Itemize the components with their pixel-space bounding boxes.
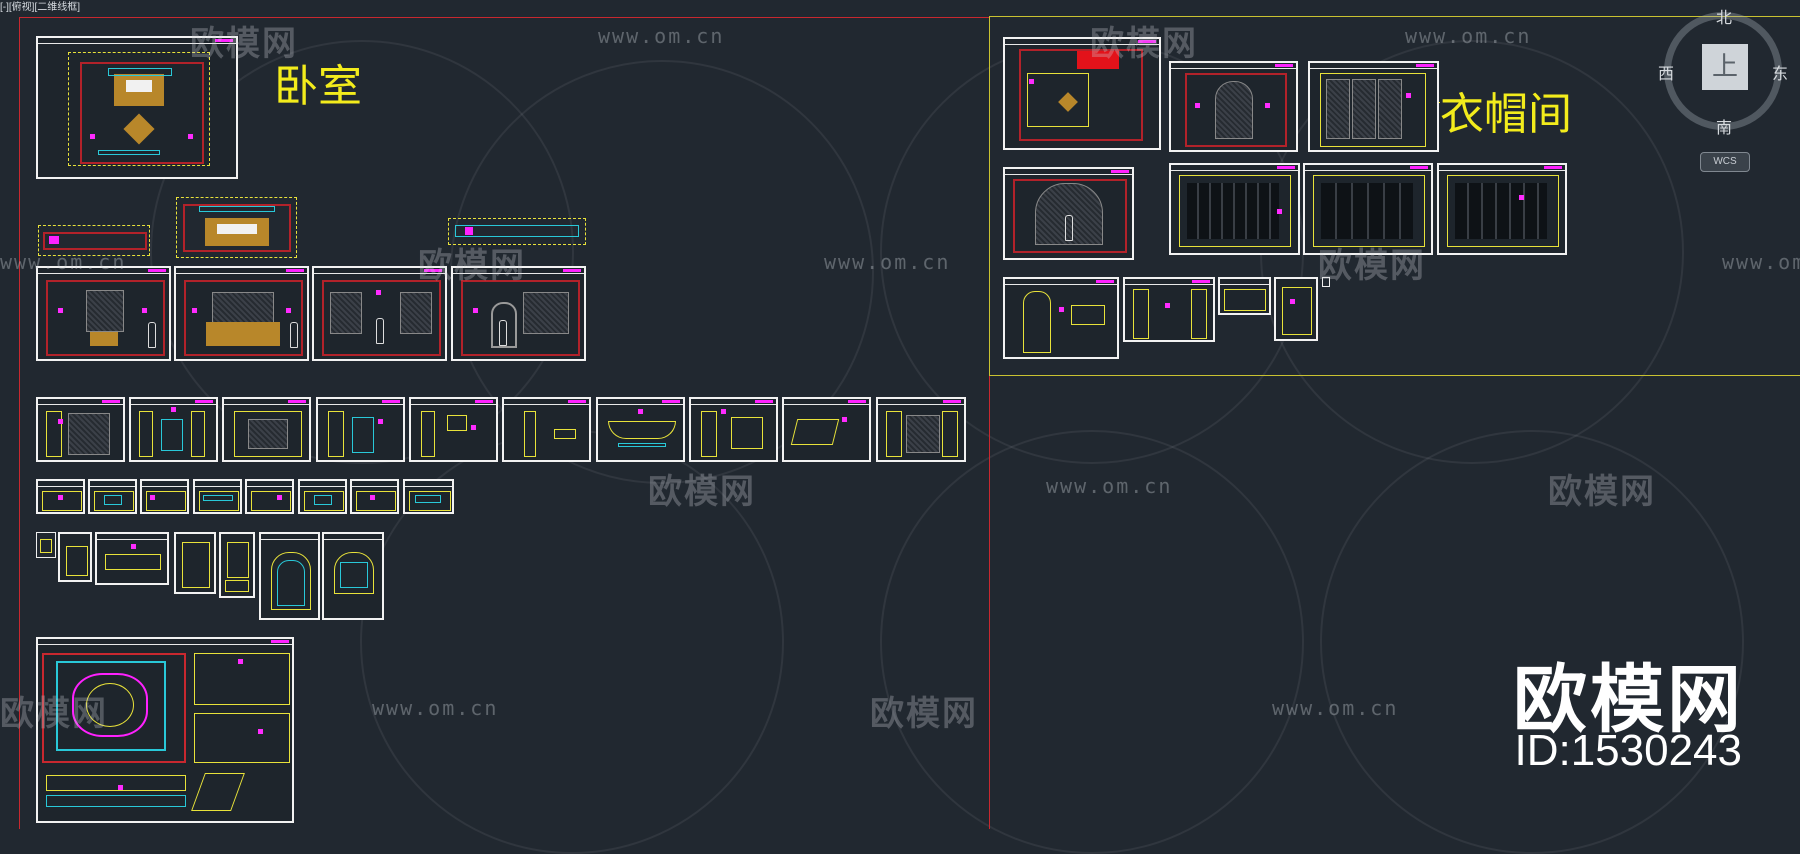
bedroom-detail-sheet-8[interactable] xyxy=(689,397,778,462)
cloakroom-detail-4[interactable] xyxy=(1274,277,1318,341)
watermark-logo: 欧模网 xyxy=(190,24,298,64)
bedroom-small-detail-1[interactable] xyxy=(36,479,85,514)
bedroom-detail-tiny-1[interactable] xyxy=(36,532,56,558)
layout-boundary-top xyxy=(20,17,990,18)
cloakroom-shelving-elevation-2[interactable] xyxy=(1303,163,1433,255)
bedroom-detail-sheet-7[interactable] xyxy=(596,397,685,462)
bedroom-elevation-a-sheet[interactable] xyxy=(36,266,171,361)
watermark-logo: 欧模网 xyxy=(1318,246,1426,286)
cloakroom-shelving-elevation-3[interactable] xyxy=(1437,163,1567,255)
watermark-url: www.om.cn xyxy=(1272,696,1399,720)
bedroom-detail-sheet-9[interactable] xyxy=(782,397,871,462)
bedroom-detail-sheet-4[interactable] xyxy=(316,397,405,462)
bedroom-small-detail-2[interactable] xyxy=(88,479,137,514)
bedroom-elevation-c-sheet[interactable] xyxy=(312,266,447,361)
watermark-logo: 欧模网 xyxy=(870,694,978,734)
bedroom-detail-sheet-2[interactable] xyxy=(129,397,218,462)
brand-name: 欧模网 xyxy=(1513,657,1744,743)
bedroom-small-detail-5[interactable] xyxy=(245,479,294,514)
cloakroom-group-frame[interactable] xyxy=(989,16,1800,376)
bedroom-detail-sheet-3[interactable] xyxy=(222,397,311,462)
bedroom-ceiling-nodes-sheet[interactable] xyxy=(36,637,294,823)
brand-id: ID:1530243 xyxy=(1514,726,1742,775)
bedroom-cabinet-section[interactable] xyxy=(95,532,169,585)
cloakroom-arch-elevation-sheet[interactable] xyxy=(1003,167,1134,260)
watermark-url: www.om.cn xyxy=(0,250,127,274)
bedroom-small-detail-8[interactable] xyxy=(403,479,454,514)
cloakroom-detail-2[interactable] xyxy=(1123,277,1215,342)
bedroom-small-detail-7[interactable] xyxy=(350,479,399,514)
bedroom-detail-sheet-6[interactable] xyxy=(502,397,591,462)
bedroom-arch-detail-2[interactable] xyxy=(322,532,384,620)
bedroom-floor-plan-sheet[interactable] xyxy=(36,36,238,179)
viewcube-north[interactable]: 北 xyxy=(1716,8,1733,27)
bedroom-detail-sheet-1[interactable] xyxy=(36,397,125,462)
watermark-url: www.om.cn xyxy=(824,250,951,274)
viewcube-compass-ring[interactable] xyxy=(1664,12,1782,130)
viewcube-west[interactable]: 西 xyxy=(1658,64,1675,83)
bedroom-section-strip-1[interactable] xyxy=(38,225,150,256)
viewcube-south[interactable]: 南 xyxy=(1716,118,1733,137)
watermark-logo: 欧模网 xyxy=(1090,24,1198,64)
cloakroom-detail-3[interactable] xyxy=(1218,277,1271,315)
cloakroom-shelving-elevation-1[interactable] xyxy=(1169,163,1300,255)
bedroom-small-detail-6[interactable] xyxy=(298,479,347,514)
bedroom-elevation-b-sheet[interactable] xyxy=(174,266,309,361)
viewcube-east[interactable]: 东 xyxy=(1772,64,1789,83)
bedroom-panel-detail-1[interactable] xyxy=(174,532,216,594)
watermark-logo: 欧模网 xyxy=(0,694,108,734)
bedroom-mirror-detail[interactable] xyxy=(58,532,92,582)
bedroom-label: 卧室 xyxy=(274,61,362,112)
bedroom-elevation-d-sheet[interactable] xyxy=(451,266,586,361)
layout-boundary-divider xyxy=(989,17,990,829)
watermark-logo: 欧模网 xyxy=(418,246,526,286)
layout-boundary-left xyxy=(19,17,20,829)
watermark-url: www.om.cn xyxy=(598,24,725,48)
watermark-logo: 欧模网 xyxy=(1548,472,1656,512)
bedroom-detail-sheet-10[interactable] xyxy=(876,397,966,462)
cloakroom-wardrobe-elevation-sheet[interactable] xyxy=(1308,61,1439,152)
viewport-controls-label[interactable]: [-][俯视][二维线框] xyxy=(0,2,80,13)
bedroom-small-detail-3[interactable] xyxy=(140,479,189,514)
bedroom-panel-detail-2[interactable] xyxy=(219,532,255,598)
bedroom-detail-sheet-5[interactable] xyxy=(409,397,498,462)
watermark-url: www.om.cn xyxy=(1405,24,1532,48)
bedroom-arch-detail-1[interactable] xyxy=(259,532,320,620)
watermark-url: www.om.cn xyxy=(1722,250,1800,274)
cloakroom-detail-1[interactable] xyxy=(1003,277,1119,359)
cloakroom-elevation-a-sheet[interactable] xyxy=(1169,61,1298,152)
wcs-menu-button[interactable]: WCS xyxy=(1700,152,1750,172)
cloakroom-label: 衣帽间 xyxy=(1440,89,1572,140)
cloakroom-floor-plan-sheet[interactable] xyxy=(1003,37,1161,150)
cloakroom-detail-tiny[interactable] xyxy=(1322,277,1330,287)
bedroom-small-detail-4[interactable] xyxy=(193,479,242,514)
watermark-url: www.om.cn xyxy=(372,696,499,720)
viewcube-top-face[interactable]: 上 xyxy=(1702,44,1748,90)
bedroom-bed-elevation-strip[interactable] xyxy=(176,197,297,258)
watermark-url: www.om.cn xyxy=(1046,474,1173,498)
bedroom-section-strip-2[interactable] xyxy=(448,218,586,245)
watermark-logo: 欧模网 xyxy=(648,472,756,512)
